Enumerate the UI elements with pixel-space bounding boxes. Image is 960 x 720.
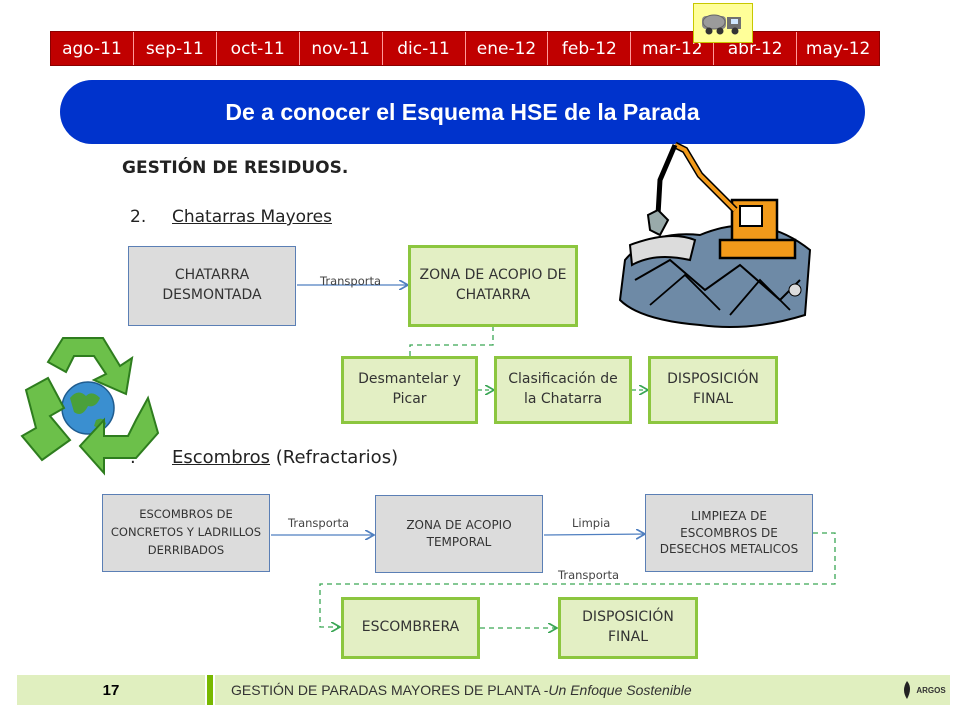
page-number: 17 bbox=[17, 675, 205, 705]
item2-number: 2. bbox=[130, 207, 147, 227]
footer-text-italic: Un Enfoque Sostenible bbox=[548, 682, 692, 698]
item2-label: Chatarras Mayores bbox=[172, 207, 332, 227]
connector-zona-desmantelar bbox=[409, 326, 494, 357]
box-limpieza-escombros: LIMPIEZA DE ESCOMBROS DE DESECHOS METALI… bbox=[645, 494, 813, 572]
label-limpia: Limpia bbox=[572, 516, 611, 530]
box-escombros-concretos: ESCOMBROS DE CONCRETOS Y LADRILLOS DERRI… bbox=[102, 494, 270, 572]
box-clasificacion: Clasificación de la Chatarra bbox=[494, 356, 632, 424]
page-title: De a conocer el Esquema HSE de la Parada bbox=[225, 98, 700, 125]
timeline-month: ene-12 bbox=[466, 32, 549, 65]
label-transporta-3: Transporta bbox=[558, 568, 620, 582]
item3-label-rest: (Refractarios) bbox=[270, 447, 399, 468]
box-desmantelar: Desmantelar y Picar bbox=[341, 356, 478, 424]
item3-label-underlined: Escombros bbox=[172, 447, 271, 468]
timeline-month: mar-12 bbox=[631, 32, 715, 65]
label-transporta-2: Transporta bbox=[288, 516, 350, 530]
timeline-month: dic-11 bbox=[383, 32, 466, 65]
recycle-icon bbox=[20, 337, 160, 476]
box-chatarra-desmontada: CHATARRA DESMONTADA bbox=[128, 246, 296, 326]
timeline-month: nov-11 bbox=[300, 32, 383, 65]
footer-text: GESTIÓN DE PARADAS MAYORES DE PLANTA - U… bbox=[215, 675, 950, 705]
section-heading: GESTIÓN DE RESIDUOS. bbox=[122, 158, 349, 178]
box-escombrera: ESCOMBRERA bbox=[341, 597, 480, 659]
box-disposicion-final-1: DISPOSICIÓN FINAL bbox=[648, 356, 778, 424]
argos-logo-icon: ARGOS bbox=[898, 676, 948, 704]
box-disposicion-final-2: DISPOSICIÓN FINAL bbox=[558, 597, 698, 659]
item3-label: Escombros (Refractarios) bbox=[172, 447, 398, 468]
timeline-month: sep-11 bbox=[134, 32, 217, 65]
logo-text: ARGOS bbox=[916, 685, 946, 695]
truck-icon bbox=[693, 3, 753, 43]
box-zona-acopio-temporal: ZONA DE ACOPIO TEMPORAL bbox=[375, 495, 543, 573]
timeline-month: ago-11 bbox=[51, 32, 134, 65]
label-transporta-1: Transporta bbox=[320, 274, 382, 288]
timeline-month: abr-12 bbox=[714, 32, 798, 65]
timeline-month: may-12 bbox=[805, 38, 871, 59]
footer-text-main: GESTIÓN DE PARADAS MAYORES DE PLANTA - bbox=[231, 682, 549, 698]
box-zona-acopio-chatarra: ZONA DE ACOPIO DE CHATARRA bbox=[408, 245, 578, 327]
footer-divider bbox=[207, 675, 213, 705]
title-banner: De a conocer el Esquema HSE de la Parada bbox=[60, 80, 865, 144]
connector-limpieza-escombrera bbox=[319, 532, 836, 627]
timeline-month: feb-12 bbox=[548, 32, 632, 65]
timeline-month: oct-11 bbox=[217, 32, 300, 65]
arrow-limpia bbox=[543, 534, 645, 535]
excavator-icon bbox=[618, 141, 812, 329]
item3-number: . bbox=[130, 447, 136, 468]
